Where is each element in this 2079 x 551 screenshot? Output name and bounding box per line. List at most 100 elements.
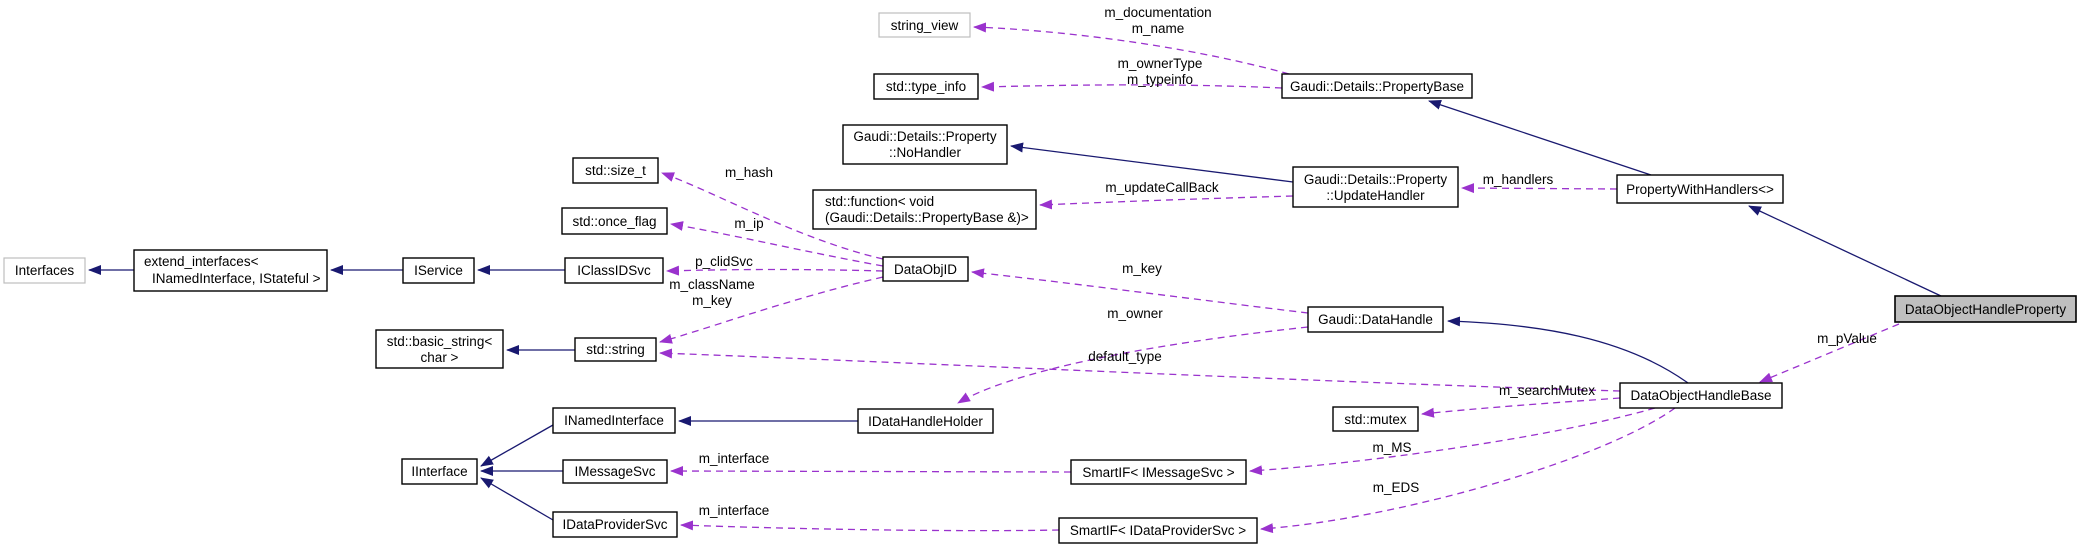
svg-text:Gaudi::Details::PropertyBase: Gaudi::Details::PropertyBase <box>1290 79 1464 94</box>
node-dataobjecthandleproperty: DataObjectHandleProperty <box>1894 295 2077 323</box>
edge-label-m-typeinfo: m_typeinfo <box>1127 72 1193 87</box>
svg-text:std::type_info: std::type_info <box>886 79 966 94</box>
node-smartif-idataprovidersvc[interactable]: SmartIF< IDataProviderSvc > <box>1058 517 1258 544</box>
svg-text:std::function< void: std::function< void <box>825 194 934 209</box>
node-imessagesvc[interactable]: IMessageSvc <box>562 459 668 484</box>
inheritance-edges <box>88 100 1942 521</box>
edge-dataobjecthandlebase-to-smartif-imessagesvc <box>1249 407 1656 476</box>
edge-smartif-idataprovidersvc-to-idataprovidersvc <box>680 520 1060 532</box>
svg-text:char >: char > <box>421 350 459 365</box>
svg-text:IClassIDSvc: IClassIDSvc <box>577 263 651 278</box>
svg-text:Interfaces: Interfaces <box>15 263 75 278</box>
svg-text:(Gaudi::Details::PropertyBase: (Gaudi::Details::PropertyBase &)> <box>825 210 1029 225</box>
node-std-once-flag[interactable]: std::once_flag <box>561 207 668 235</box>
nodes: string_view std::type_info Gaudi::Detail… <box>3 12 2077 544</box>
svg-text:std::string: std::string <box>586 342 645 357</box>
svg-text:IDataHandleHolder: IDataHandleHolder <box>868 414 983 429</box>
node-std-string[interactable]: std::string <box>574 337 657 362</box>
node-dataobjid[interactable]: DataObjID <box>882 256 969 282</box>
svg-text:std::mutex: std::mutex <box>1344 412 1407 427</box>
node-smartif-imessagesvc[interactable]: SmartIF< IMessageSvc > <box>1070 459 1247 485</box>
edge-label-m-handlers: m_handlers <box>1483 172 1554 187</box>
node-std-type-info[interactable]: std::type_info <box>873 73 979 100</box>
node-extend-interfaces[interactable]: extend_interfaces< INamedInterface, ISta… <box>133 249 328 292</box>
edge-label-m-hash: m_hash <box>725 165 773 180</box>
svg-text:Gaudi::Details::Property: Gaudi::Details::Property <box>853 129 997 144</box>
edge-label-m-pvalue: m_pValue <box>1817 331 1877 346</box>
usage-edges <box>659 22 1900 534</box>
node-string-view: string_view <box>878 12 971 38</box>
edge-datahandle-to-dataobjid <box>971 268 1309 314</box>
svg-text:std::basic_string<: std::basic_string< <box>387 334 493 349</box>
edge-updatehandler-to-std-function <box>1039 195 1294 210</box>
node-idataprovidersvc[interactable]: IDataProviderSvc <box>552 511 678 538</box>
edge-label-m-ms: m_MS <box>1372 440 1411 455</box>
edge-label-default-type: default_type <box>1088 349 1162 364</box>
node-gaudi-details-property-nohandler[interactable]: Gaudi::Details::Property ::NoHandler <box>842 124 1008 165</box>
edge-dataobjecthandleproperty-to-dataobjecthandlebase <box>1759 323 1900 383</box>
node-inamedinterface[interactable]: INamedInterface <box>552 407 676 434</box>
svg-text:SmartIF< IMessageSvc >: SmartIF< IMessageSvc > <box>1082 465 1234 480</box>
node-interfaces: Interfaces <box>3 257 86 284</box>
svg-text:DataObjectHandleProperty: DataObjectHandleProperty <box>1905 302 2067 317</box>
node-std-basic-string[interactable]: std::basic_string< char > <box>375 329 504 369</box>
edge-label-m-name: m_name <box>1132 21 1185 36</box>
edge-label-m-interface-ms: m_interface <box>699 451 770 466</box>
svg-text:std::once_flag: std::once_flag <box>572 214 656 229</box>
node-std-function[interactable]: std::function< void (Gaudi::Details::Pro… <box>812 189 1037 230</box>
node-idatahandleholder[interactable]: IDataHandleHolder <box>857 408 994 434</box>
edge-label-m-interface-eds: m_interface <box>699 503 770 518</box>
edge-label-p-clidsvc: p_clidSvc <box>695 254 753 269</box>
svg-text:std::size_t: std::size_t <box>585 163 646 178</box>
edge-label-m-ip: m_ip <box>734 216 763 231</box>
svg-text:Gaudi::Details::Property: Gaudi::Details::Property <box>1304 172 1448 187</box>
node-std-size-t[interactable]: std::size_t <box>572 157 659 184</box>
edge-dataobjecthandlebase-to-smartif-idataprovidersvc <box>1260 407 1676 534</box>
edge-dataobjecthandlebase-to-mutex <box>1421 397 1621 418</box>
edge-propertybase-to-type-info <box>981 81 1283 92</box>
edge-dataobjid-to-iclassidsvc <box>666 265 884 276</box>
edge-label-m-key-right: m_key <box>1122 261 1162 276</box>
edge-label-m-key-left: m_key <box>692 293 732 308</box>
node-gaudi-details-propertybase[interactable]: Gaudi::Details::PropertyBase <box>1281 73 1473 99</box>
svg-text:Gaudi::DataHandle: Gaudi::DataHandle <box>1318 312 1433 327</box>
edge-propertywithhandlers-to-updatehandler <box>1461 183 1618 194</box>
edge-updatehandler-to-nohandler <box>1010 142 1294 183</box>
node-iinterface[interactable]: IInterface <box>401 458 478 485</box>
svg-text:IService: IService <box>414 263 463 278</box>
edge-label-m-documentation: m_documentation <box>1104 5 1211 20</box>
node-gaudi-details-property-updatehandler[interactable]: Gaudi::Details::Property ::UpdateHandler <box>1292 166 1459 208</box>
edge-dataobjecthandlebase-to-datahandle <box>1447 316 1689 384</box>
node-propertywithhandlers[interactable]: PropertyWithHandlers<> <box>1616 174 1784 204</box>
svg-text:DataObjID: DataObjID <box>894 262 957 277</box>
svg-text:::NoHandler: ::NoHandler <box>889 145 962 160</box>
svg-text:extend_interfaces<: extend_interfaces< <box>144 254 259 269</box>
node-std-mutex[interactable]: std::mutex <box>1332 406 1419 432</box>
edge-dataobjid-to-once-flag <box>670 221 884 267</box>
svg-text:IDataProviderSvc: IDataProviderSvc <box>562 517 667 532</box>
edge-label-m-owner: m_owner <box>1107 306 1163 321</box>
node-iclassidsvc[interactable]: IClassIDSvc <box>564 257 664 284</box>
svg-text:::UpdateHandler: ::UpdateHandler <box>1326 188 1425 203</box>
edge-dataobjecthandleproperty-to-propertywithhandlers <box>1748 205 1942 297</box>
edge-label-m-eds: m_EDS <box>1373 480 1420 495</box>
svg-text:IMessageSvc: IMessageSvc <box>574 464 655 479</box>
edge-idataprovidersvc-to-iinterface <box>480 477 554 521</box>
edge-labels: m_documentation m_name m_ownerType m_typ… <box>669 5 1877 518</box>
edge-datahandle-to-idatahandleholder <box>957 326 1309 404</box>
edge-label-m-classname: m_className <box>669 277 755 292</box>
svg-text:IInterface: IInterface <box>411 464 467 479</box>
edge-label-m-searchmutex: m_searchMutex <box>1499 383 1595 398</box>
edge-label-m-updatecallback: m_updateCallBack <box>1105 180 1219 195</box>
edge-smartif-imessagesvc-to-imessagesvc <box>670 466 1072 477</box>
svg-text:INamedInterface, IStateful >: INamedInterface, IStateful > <box>152 271 321 286</box>
node-iservice[interactable]: IService <box>402 257 475 284</box>
edge-propertywithhandlers-to-propertybase <box>1428 100 1652 176</box>
edge-inamedinterface-to-iinterface <box>480 424 554 467</box>
node-dataobjecthandlebase[interactable]: DataObjectHandleBase <box>1619 382 1783 409</box>
node-gaudi-datahandle[interactable]: Gaudi::DataHandle <box>1307 306 1444 333</box>
svg-text:string_view: string_view <box>891 18 959 33</box>
svg-text:PropertyWithHandlers<>: PropertyWithHandlers<> <box>1626 182 1774 197</box>
